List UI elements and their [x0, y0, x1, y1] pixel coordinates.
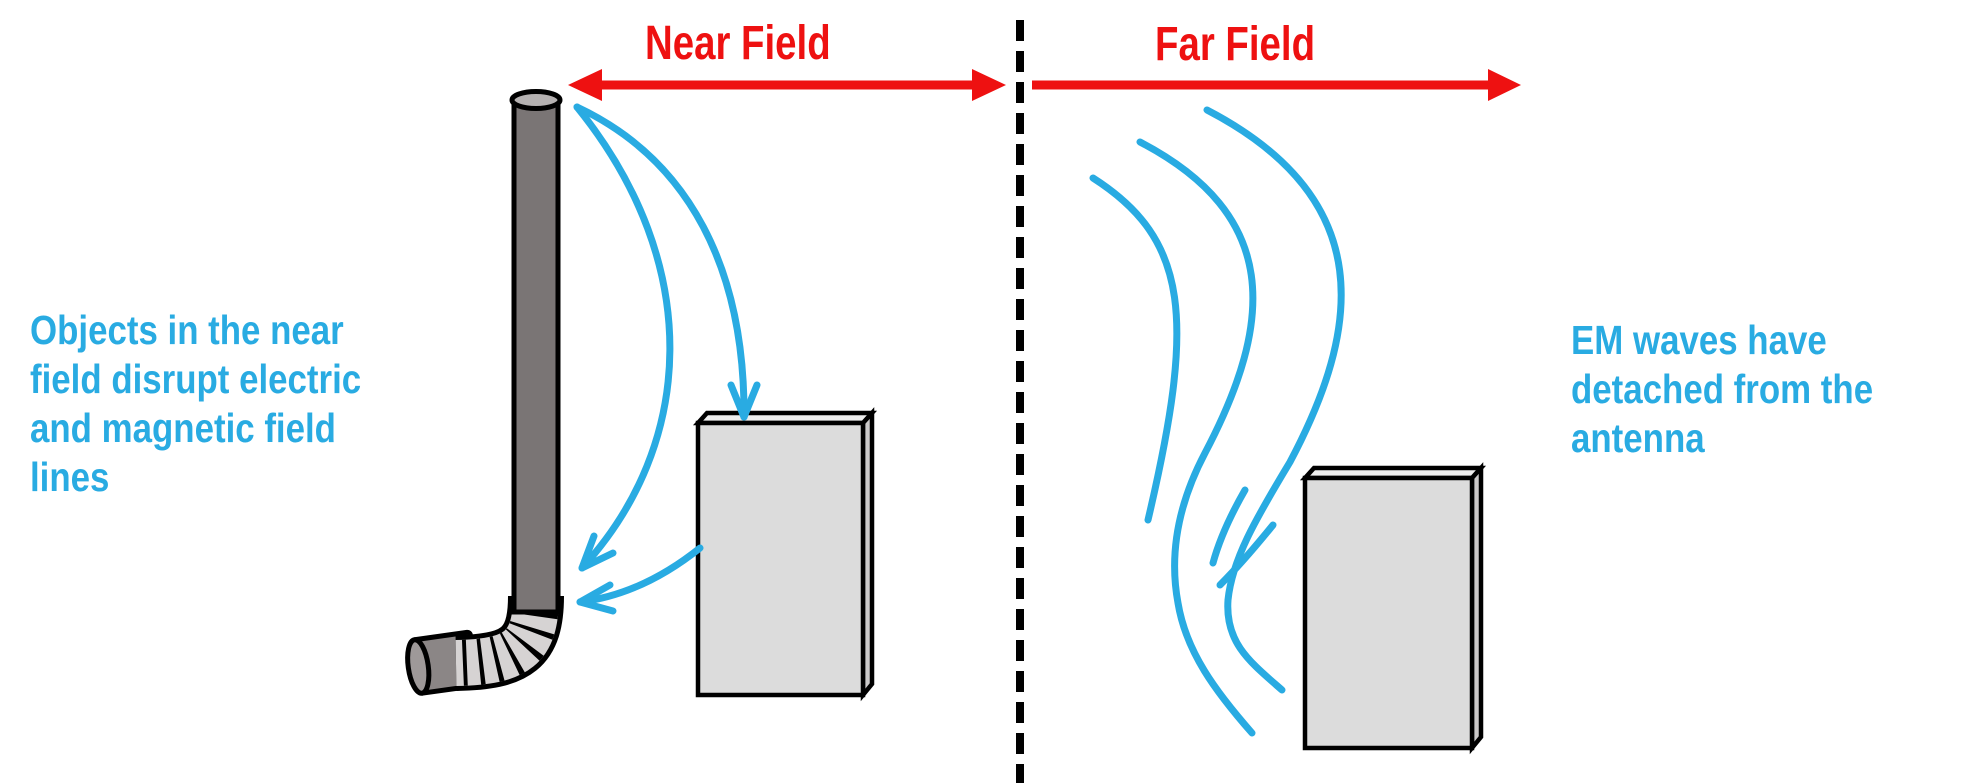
wavefront-segment-1: [1209, 486, 1249, 567]
field-line-arrowhead-down-left-icon: [578, 532, 617, 572]
far-field-object-box: [1299, 462, 1487, 755]
near-field-note-line: Objects in the near: [30, 307, 344, 353]
field-line-antenna-top-to-antenna-base: [573, 103, 674, 572]
far-field-title: Far Field: [1155, 18, 1316, 71]
far-box-front-face: [1302, 475, 1475, 751]
near-field-arrow-right-head-icon: [972, 69, 1006, 101]
near-box-front-face: [695, 420, 866, 698]
far-field-note-line: detached from the: [1571, 366, 1874, 412]
near-field-title: Near Field: [645, 17, 831, 70]
near-field-note: Objects in the near field disrupt electr…: [30, 306, 361, 502]
far-field-note-line: antenna: [1571, 415, 1705, 461]
field-line-arrowhead-down-icon: [727, 381, 761, 421]
antenna-mast-tube: [511, 97, 561, 615]
field-line-box-to-antenna-base: [576, 544, 704, 606]
far-field-arrow-right-head-icon: [1488, 69, 1521, 101]
near-field-note-line: and magnetic field: [30, 405, 336, 451]
wavefront-inner: [1089, 174, 1181, 524]
far-field-wavefronts: [1089, 106, 1345, 737]
wavefront-outer: [1203, 106, 1345, 694]
near-field-note-line: field disrupt electric: [30, 356, 362, 402]
near-field-object-box: [692, 407, 878, 702]
antenna-tube-top-opening: [509, 89, 563, 111]
antenna-cap-opening: [405, 637, 432, 696]
wavefront-segment-2: [1216, 521, 1277, 589]
near-field-arrow: [568, 69, 1006, 101]
field-line-arrowhead-left-icon: [576, 581, 617, 615]
field-line-antenna-top-to-box: [573, 103, 748, 421]
far-field-note: EM waves have detached from the antenna: [1571, 316, 1873, 463]
near-field-arrow-left-head-icon: [568, 69, 602, 101]
wavefront-middle: [1136, 138, 1257, 737]
antenna: [405, 89, 564, 696]
far-field-arrow: [1032, 69, 1521, 101]
near-field-note-line: lines: [30, 454, 110, 500]
far-field-note-line: EM waves have: [1571, 317, 1827, 363]
near-field-lines: [573, 103, 761, 615]
